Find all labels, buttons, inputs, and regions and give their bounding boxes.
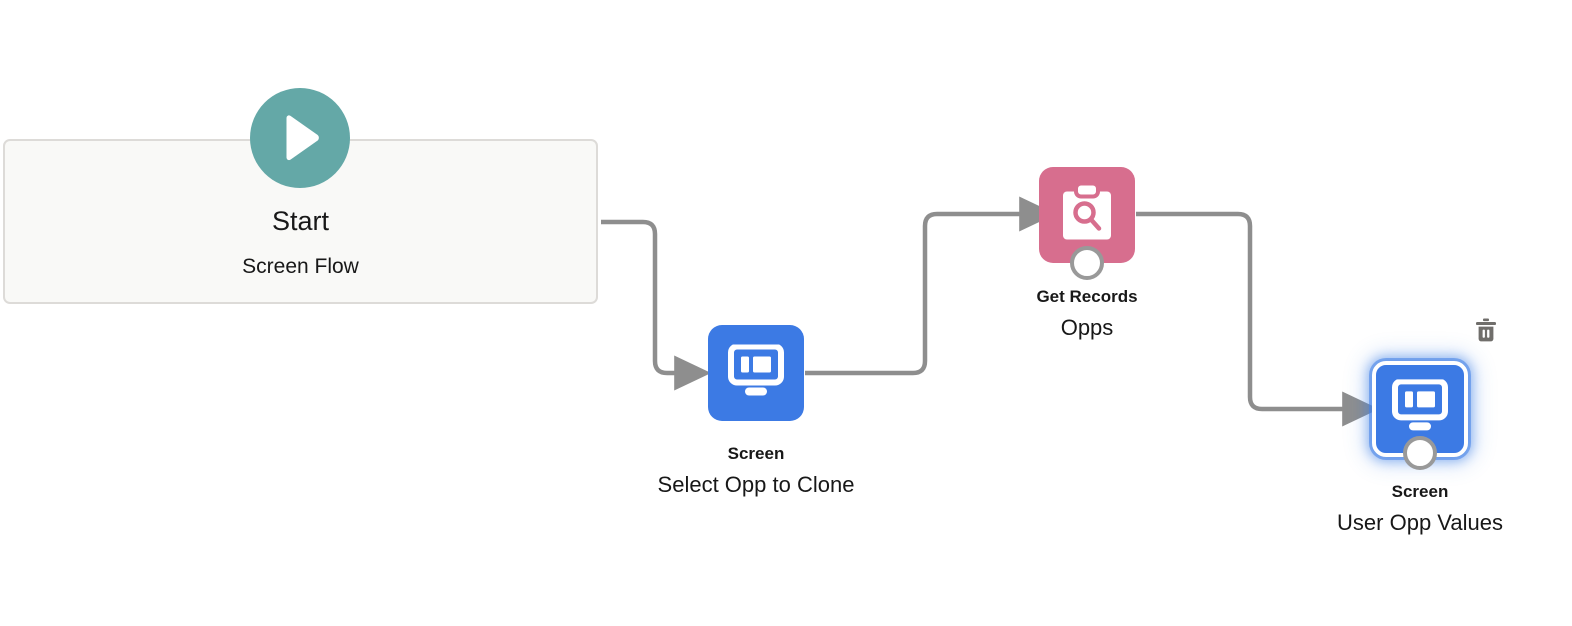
screen-monitor-icon (727, 343, 785, 402)
node-subtitle: Select Opp to Clone (657, 472, 855, 497)
node-title: Screen (1391, 482, 1449, 501)
start-node-subtitle: Screen Flow (242, 255, 359, 278)
node-subtitle: Opps (1060, 315, 1114, 340)
node-connector-handle[interactable] (1403, 436, 1437, 470)
trash-icon[interactable] (1474, 318, 1498, 344)
start-node-title: Start (271, 206, 330, 236)
screen-monitor-icon (1391, 378, 1449, 436)
node-get-records-opps[interactable] (1039, 167, 1135, 280)
connector-start-to-screen (601, 219, 712, 391)
node-connector-handle[interactable] (1070, 246, 1104, 280)
node-subtitle: User Opp Values (1337, 510, 1503, 535)
node-labels-screen-user-opp-values: Screen User Opp Values (1210, 481, 1572, 538)
play-icon[interactable] (250, 88, 350, 188)
node-screen-user-opp-values[interactable] (1372, 361, 1468, 470)
node-title: Get Records (1036, 287, 1138, 306)
start-node-labels: Start Screen Flow (5, 204, 596, 282)
clipboard-search-icon (1059, 181, 1115, 247)
node-labels-get-records-opps: Get Records Opps (877, 286, 1297, 343)
node-labels-screen-select-opp: Screen Select Opp to Clone (546, 443, 966, 500)
node-title: Screen (727, 444, 785, 463)
node-screen-select-opp[interactable] (708, 325, 804, 421)
